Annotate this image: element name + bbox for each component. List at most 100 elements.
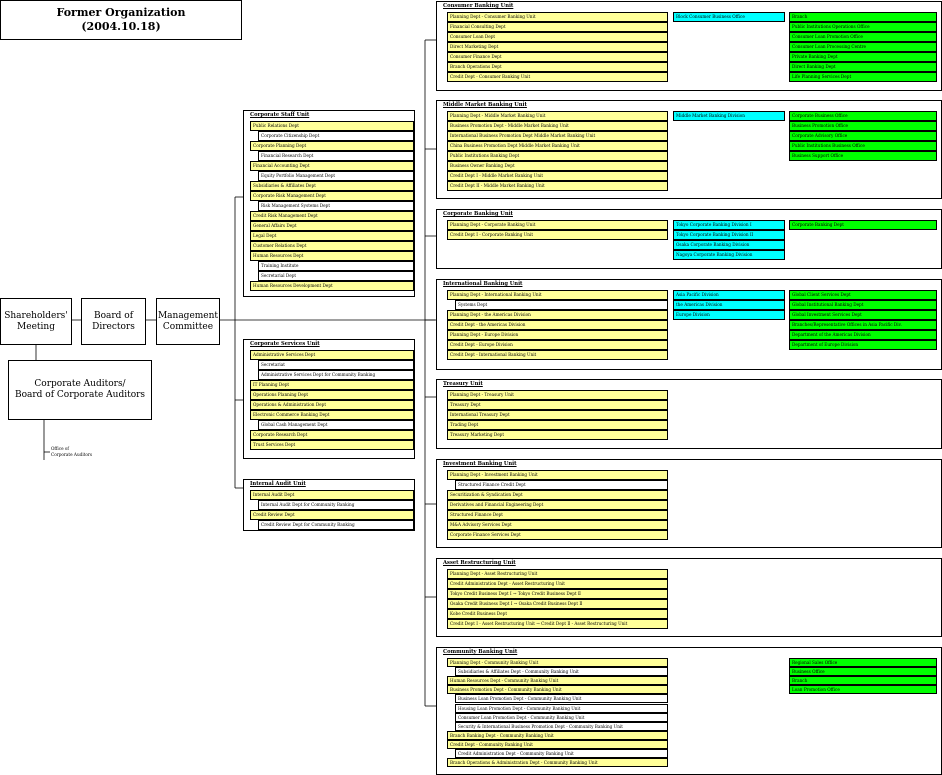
division-box: Nagoya Corporate Banking Division bbox=[673, 250, 785, 260]
dept-row: Secretarial Dept bbox=[258, 271, 414, 281]
dept-row: Business Promotion Dept - Middle Market … bbox=[447, 121, 668, 131]
dept-row: Consumer Finance Dept bbox=[447, 52, 668, 62]
dept-row: Branch Operations Dept bbox=[447, 62, 668, 72]
dept-row: Human Resources Development Dept bbox=[250, 281, 414, 291]
panel-title: Investment Banking Unit bbox=[443, 461, 517, 467]
dept-row: Planning Dept - Middle Market Banking Un… bbox=[447, 111, 668, 121]
dept-row: Credit Dept I - Corporate Banking Unit bbox=[447, 230, 668, 240]
dept-row: Tokyo Credit Business Dept Ⅰ → Tokyo Cre… bbox=[447, 589, 668, 599]
office-box: Business Office bbox=[789, 667, 937, 677]
dept-row: Corporate Finance Services Dept bbox=[447, 530, 668, 540]
office-box: Corporate Banking Dept bbox=[789, 220, 937, 230]
dept-row: Equity Portfolio Management Dept bbox=[258, 171, 414, 181]
dept-row: Planning Dept - Community Banking Unit bbox=[447, 658, 668, 668]
dept-row: Business Promotion Dept - Community Bank… bbox=[447, 685, 668, 695]
office-box: Private Banking Dept bbox=[789, 52, 937, 62]
dept-row: Trading Dept bbox=[447, 420, 668, 430]
dept-row: Credit Review Dept for Community Banking bbox=[258, 520, 414, 530]
panel-title: Treasury Unit bbox=[443, 381, 483, 387]
panel-title: Internal Audit Unit bbox=[250, 481, 306, 487]
office-box: Public Institutions Business Office bbox=[789, 141, 937, 151]
office-box: Regional Sales Office bbox=[789, 658, 937, 668]
dept-row: Planning Dept - Corporate Banking Unit bbox=[447, 220, 668, 230]
dept-row: IT Planning Dept bbox=[250, 380, 414, 390]
dept-row: Securitization & Syndication Dept bbox=[447, 490, 668, 500]
dept-row: Treasury Dept bbox=[447, 400, 668, 410]
dept-row: Financial Research Dept bbox=[258, 151, 414, 161]
dept-row: Administrative Services Dept bbox=[250, 350, 414, 360]
division-box: the Americas Division bbox=[673, 300, 785, 310]
dept-row: Planning Dept - Asset Restructuring Unit bbox=[447, 569, 668, 579]
dept-row: Secretariat bbox=[258, 360, 414, 370]
dept-row: Structured Finance Credit Dept bbox=[455, 480, 668, 490]
dept-row: Customer Relations Dept bbox=[250, 241, 414, 251]
dept-row: Corporate Planning Dept bbox=[250, 141, 414, 151]
dept-row: Kobe Credit Business Dept bbox=[447, 609, 668, 619]
dept-row: Security & International Business Promot… bbox=[455, 721, 668, 731]
dept-row: Credit Dept Ⅰ - Asset Restructuring Unit… bbox=[447, 619, 668, 629]
dept-row: Operations Planning Dept bbox=[250, 390, 414, 400]
dept-row: Planning Dept - the Americas Division bbox=[447, 310, 668, 320]
dept-row: Credit Dept I - Middle Market Banking Un… bbox=[447, 171, 668, 181]
division-box: Middle Market Banking Division bbox=[673, 111, 785, 121]
dept-row: Credit Dept - Europe Division bbox=[447, 340, 668, 350]
dept-row: Derivatives and Financial Engineering De… bbox=[447, 500, 668, 510]
dept-row: Planning Dept - International Banking Un… bbox=[447, 290, 668, 300]
dept-row: Branch Banking Dept - Community Banking … bbox=[447, 730, 668, 740]
dept-row: Direct Marketing Dept bbox=[447, 42, 668, 52]
dept-row: Osaka Credit Business Dept Ⅰ → Osaka Cre… bbox=[447, 599, 668, 609]
dept-row: Financial Consulting Dept bbox=[447, 22, 668, 32]
dept-row: Credit Dept - Consumer Banking Unit bbox=[447, 72, 668, 82]
dept-row: Electronic Commerce Banking Dept bbox=[250, 410, 414, 420]
office-box: Corporate Business Office bbox=[789, 111, 937, 121]
dept-row: Human Resources Dept bbox=[250, 251, 414, 261]
dept-row: Trust Services Dept bbox=[250, 440, 414, 450]
dept-row: Internal Audit Dept for Community Bankin… bbox=[258, 500, 414, 510]
dept-row: Training Institute bbox=[258, 261, 414, 271]
shareholders-meeting-box: Shareholders' Meeting bbox=[0, 298, 72, 345]
division-box: Europe Division bbox=[673, 310, 785, 320]
dept-row: Credit Dept II - Middle Market Banking U… bbox=[447, 181, 668, 191]
dept-row: Internal Audit Dept bbox=[250, 490, 414, 500]
office-box: Life Planning Services Dept bbox=[789, 72, 937, 82]
title-line-2: (2004.10.18) bbox=[81, 20, 161, 33]
dept-row: Housing Loan Promotion Dept - Community … bbox=[455, 703, 668, 713]
dept-row: Human Resources Dept - Community Banking… bbox=[447, 676, 668, 686]
corporate-auditors-box: Corporate Auditors/ Board of Corporate A… bbox=[8, 360, 152, 420]
dept-row: General Affairs Dept bbox=[250, 221, 414, 231]
office-box: Consumer Loan Promotion Office bbox=[789, 32, 937, 42]
dept-row: Credit Dept - the Americas Division bbox=[447, 320, 668, 330]
title-line-1: Former Organization bbox=[56, 6, 186, 19]
dept-row: International Business Promotion Dept Mi… bbox=[447, 131, 668, 141]
dept-row: International Treasury Dept bbox=[447, 410, 668, 420]
dept-row: Subsidiaries & Affiliates Dept bbox=[250, 181, 414, 191]
office-box: Consumer Loan Processing Centre bbox=[789, 42, 937, 52]
dept-row: Consumer Loan Promotion Dept - Community… bbox=[455, 712, 668, 722]
dept-row: Corporate Research Dept bbox=[250, 430, 414, 440]
dept-row: Planning Dept - Treasury Unit bbox=[447, 390, 668, 400]
dept-row: M&A Advisory Services Dept bbox=[447, 520, 668, 530]
management-committee-box: Management Committee bbox=[156, 298, 220, 345]
panel-title: Corporate Banking Unit bbox=[443, 211, 513, 217]
office-box: Branch bbox=[789, 12, 937, 22]
dept-row: Public Institutions Banking Dept bbox=[447, 151, 668, 161]
dept-row: Corporate Citizenship Dept bbox=[258, 131, 414, 141]
panel-title: Corporate Staff Unit bbox=[250, 112, 310, 118]
dept-row: Branch Operations & Administration Dept … bbox=[447, 758, 668, 768]
office-box: Business Promotion Office bbox=[789, 121, 937, 131]
dept-row: Business Loan Promotion Dept - Community… bbox=[455, 694, 668, 704]
office-box: Branch bbox=[789, 676, 937, 686]
office-box: Department of Europe Division bbox=[789, 340, 937, 350]
dept-row: Credit Administration Dept - Community B… bbox=[455, 749, 668, 759]
dept-row: Administrative Services Dept for Communi… bbox=[258, 370, 414, 380]
dept-row: Consumer Loan Dept bbox=[447, 32, 668, 42]
